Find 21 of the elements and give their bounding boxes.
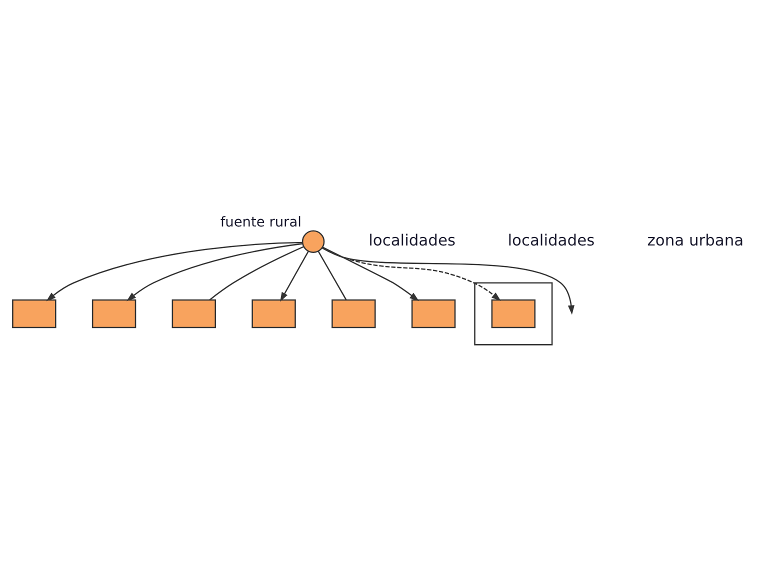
node-circle [302,230,325,254]
arrow [280,251,309,302]
arrow [322,247,574,315]
node-box [92,299,136,328]
connector [209,246,304,300]
node-box [411,299,456,328]
cluster [474,282,553,346]
node-box [252,299,296,328]
connector [318,251,347,300]
node-label: fuente rural [220,214,302,230]
arrow [126,243,303,302]
arrow [322,247,501,301]
node-box [332,299,376,328]
label: zona urbana [647,231,744,250]
arrow [322,246,420,302]
node-box [172,299,216,328]
label: localidades [508,231,595,250]
node-box [12,299,56,328]
node-box [491,299,536,328]
arrow [46,242,303,302]
label: localidades [368,231,456,250]
